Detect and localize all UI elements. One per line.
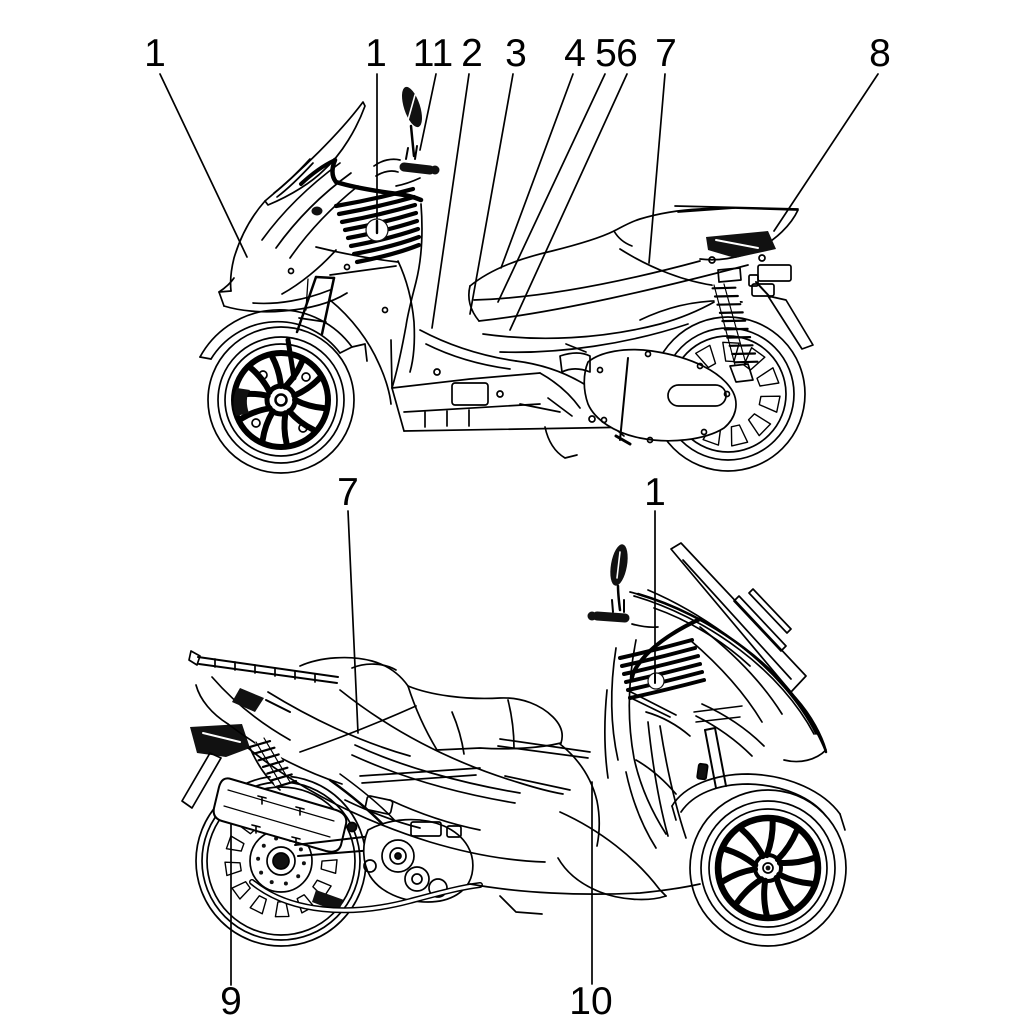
- svg-text:8: 8: [869, 32, 891, 75]
- svg-text:4: 4: [564, 32, 586, 75]
- svg-text:1: 1: [144, 32, 166, 75]
- svg-text:1: 1: [365, 32, 387, 75]
- svg-text:5: 5: [595, 32, 617, 75]
- svg-text:10: 10: [569, 980, 612, 1023]
- svg-text:7: 7: [655, 32, 677, 75]
- svg-text:6: 6: [616, 32, 638, 75]
- svg-text:2: 2: [461, 32, 483, 75]
- svg-text:11: 11: [413, 32, 454, 75]
- svg-text:3: 3: [505, 32, 527, 75]
- svg-text:9: 9: [220, 980, 242, 1023]
- svg-text:7: 7: [337, 471, 359, 514]
- svg-text:1: 1: [644, 471, 666, 514]
